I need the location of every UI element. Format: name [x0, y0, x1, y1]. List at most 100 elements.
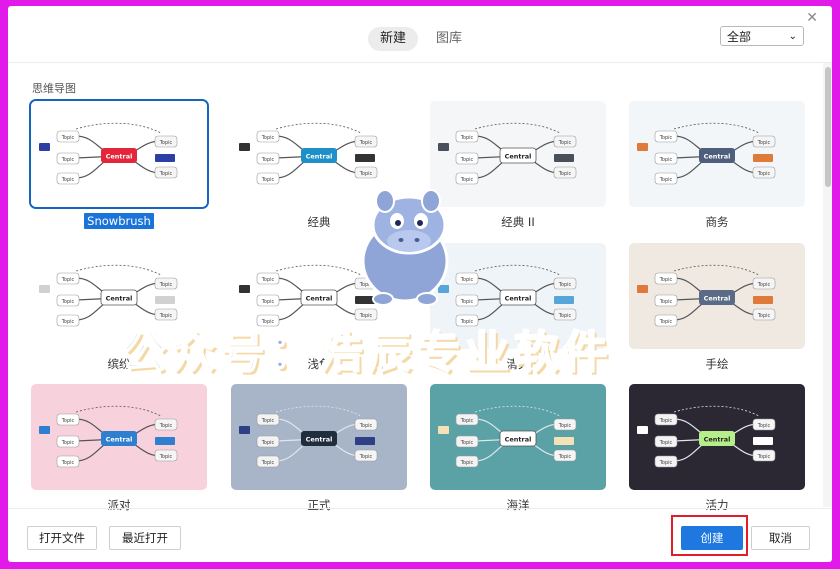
topic-node	[154, 418, 178, 431]
scrollbar[interactable]	[823, 63, 832, 507]
topic-label: Topic	[558, 171, 572, 177]
central-label: Central	[704, 295, 731, 303]
topic-node	[354, 308, 378, 321]
topic-label: Topic	[61, 135, 75, 141]
branch-line	[474, 122, 561, 134]
template-name[interactable]: 经典	[231, 214, 407, 230]
topic-node	[654, 455, 678, 468]
topic-node	[354, 418, 378, 431]
topic-node	[654, 413, 678, 426]
topic-label: Topic	[61, 177, 75, 183]
template-name[interactable]: 经典 II	[430, 214, 606, 230]
central-node	[301, 148, 337, 163]
template-name-text: 浅色	[307, 357, 331, 371]
topic-label: Topic	[558, 454, 572, 460]
topic-node	[56, 413, 80, 426]
topic-node	[56, 172, 80, 185]
template-name[interactable]: 清爽	[430, 356, 606, 372]
template-name[interactable]: 活力	[629, 497, 805, 513]
recent-button[interactable]: 最近打开	[109, 526, 181, 550]
template-name[interactable]: 正式	[231, 497, 407, 513]
central-node	[499, 430, 537, 447]
create-button[interactable]: 创建	[681, 526, 743, 550]
topic-label: Topic	[558, 313, 572, 319]
topic-label: Topic	[460, 135, 474, 141]
topic-label: Topic	[261, 460, 275, 466]
template-name[interactable]: 缤纷	[31, 356, 207, 372]
topic-node	[354, 449, 378, 462]
section-title: 思维导图	[32, 82, 76, 95]
central-label: Central	[306, 153, 333, 161]
topic-node	[455, 435, 479, 448]
topic-node	[654, 152, 678, 165]
topic-label: Topic	[659, 135, 673, 141]
tab-new[interactable]: 新建	[368, 27, 419, 51]
topic-node	[154, 135, 178, 148]
watermark-text: 公众号：浩辰专业软件	[121, 326, 612, 379]
topic-label: Topic	[757, 423, 771, 429]
template-name[interactable]: 海洋	[430, 497, 606, 513]
central-node	[699, 148, 735, 163]
hippo-mascot-image	[361, 189, 449, 306]
topic-label: Topic	[460, 299, 474, 305]
template-name[interactable]: 浅色	[231, 356, 407, 372]
template-name-text: 商务	[705, 215, 729, 229]
footer-divider	[8, 508, 832, 509]
template-name[interactable]: 派对	[31, 497, 207, 513]
topic-label: Topic	[61, 418, 75, 424]
cancel-button[interactable]: 取消	[751, 526, 810, 550]
template-name[interactable]: Snowbrush	[31, 213, 207, 229]
topic-label: Topic	[659, 418, 673, 424]
topic-node	[455, 130, 479, 143]
topic-label: Topic	[159, 282, 173, 288]
open-file-button[interactable]: 打开文件	[27, 526, 97, 550]
central-label: Central	[106, 436, 133, 444]
central-node	[699, 431, 735, 446]
topic-node	[455, 314, 479, 327]
template-name[interactable]: 商务	[629, 214, 805, 230]
template-name[interactable]: 手绘	[629, 356, 805, 372]
central-node	[499, 147, 537, 164]
topic-label: Topic	[61, 277, 75, 283]
topic-label: Topic	[61, 319, 75, 325]
floating-node	[438, 426, 449, 434]
tab-gallery[interactable]: 图库	[436, 31, 463, 46]
topic-node	[553, 166, 577, 179]
central-label: Central	[106, 153, 133, 161]
central-node	[101, 431, 137, 446]
accent-node	[355, 437, 375, 445]
topic-node	[154, 166, 178, 179]
template-name-text: 手绘	[705, 357, 729, 371]
central-label: Central	[306, 295, 333, 303]
template-name-text: 派对	[107, 498, 131, 512]
topic-label: Topic	[61, 440, 75, 446]
topic-label: Topic	[659, 319, 673, 325]
topic-label: Topic	[757, 313, 771, 319]
topic-node	[752, 166, 776, 179]
topic-node	[154, 277, 178, 290]
topic-label: Topic	[359, 282, 373, 288]
topic-label: Topic	[261, 277, 275, 283]
accent-node	[554, 154, 574, 162]
scrollbar-thumb[interactable]	[825, 67, 831, 187]
floating-node	[39, 426, 50, 434]
close-icon[interactable]: ✕	[806, 10, 818, 26]
topic-label: Topic	[159, 140, 173, 146]
topic-node	[256, 435, 280, 448]
category-filter-select[interactable]: 全部 ⌄	[720, 26, 804, 46]
